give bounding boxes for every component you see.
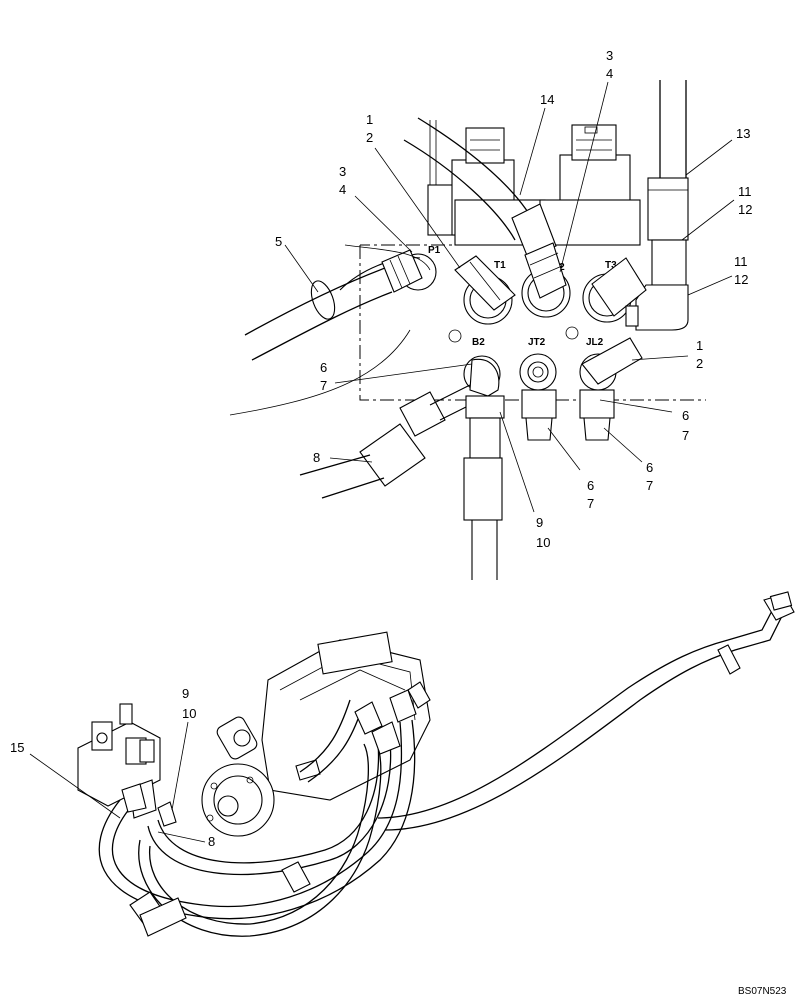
port-label-p1: P1	[428, 245, 441, 256]
callout-6a: 6	[320, 360, 327, 375]
callout-7d: 7	[646, 478, 653, 493]
port-label-t1: T1	[494, 260, 506, 271]
long-pipe	[377, 591, 795, 831]
callout-4b: 4	[339, 182, 346, 197]
callout-9b: 9	[182, 686, 189, 701]
port-label-b2: B2	[472, 337, 485, 348]
callout-7c: 7	[587, 496, 594, 511]
hose-p1	[229, 244, 431, 416]
callout-3b: 3	[339, 164, 346, 179]
callout-6d: 6	[646, 460, 653, 475]
leader-lines-lower	[29, 721, 206, 843]
leader-lines-upper	[284, 81, 735, 513]
callout-10a: 10	[536, 535, 550, 550]
callout-8b: 8	[208, 834, 215, 849]
callout-1b: 1	[696, 338, 703, 353]
fitting-b2	[299, 355, 501, 499]
callout-4a: 4	[606, 66, 613, 81]
callout-6c: 6	[587, 478, 594, 493]
callout-12b: 12	[734, 272, 748, 287]
valve-block-detail: P1 T1 T2 T3 B2 JT2 JL2	[229, 48, 752, 580]
hydraulic-pump	[201, 631, 431, 837]
callout-3a: 3	[606, 48, 613, 63]
solenoid-valve-right	[539, 124, 641, 246]
callout-12a: 12	[738, 202, 752, 217]
callout-9a: 9	[536, 515, 543, 530]
callout-2a: 2	[366, 130, 373, 145]
callout-11a: 11	[738, 184, 752, 199]
port-label-jl2: JL2	[586, 337, 604, 348]
hose-t3	[591, 80, 689, 331]
fitting-9-10	[463, 395, 505, 580]
callout-1a: 1	[366, 112, 373, 127]
callout-13: 13	[736, 126, 750, 141]
callout-14: 14	[540, 92, 554, 107]
hose-bundle	[98, 689, 417, 937]
callout-5: 5	[275, 234, 282, 249]
fitting-t1	[454, 255, 516, 311]
callout-7b: 7	[682, 428, 689, 443]
fitting-jt2	[519, 353, 557, 441]
callout-10b: 10	[182, 706, 196, 721]
fitting-jl2	[579, 337, 643, 441]
port-label-jt2: JT2	[528, 337, 546, 348]
callout-8a: 8	[313, 450, 320, 465]
reference-code: BS07N523	[738, 986, 787, 997]
port-label-t3: T3	[605, 260, 617, 271]
callout-2b: 2	[696, 356, 703, 371]
callout-15: 15	[10, 740, 24, 755]
hose-t2	[403, 117, 567, 299]
callout-11b: 11	[734, 254, 748, 269]
callout-7a: 7	[320, 378, 327, 393]
pump-assembly-view: 15 9 10 8	[10, 591, 795, 937]
callout-6b: 6	[682, 408, 689, 423]
